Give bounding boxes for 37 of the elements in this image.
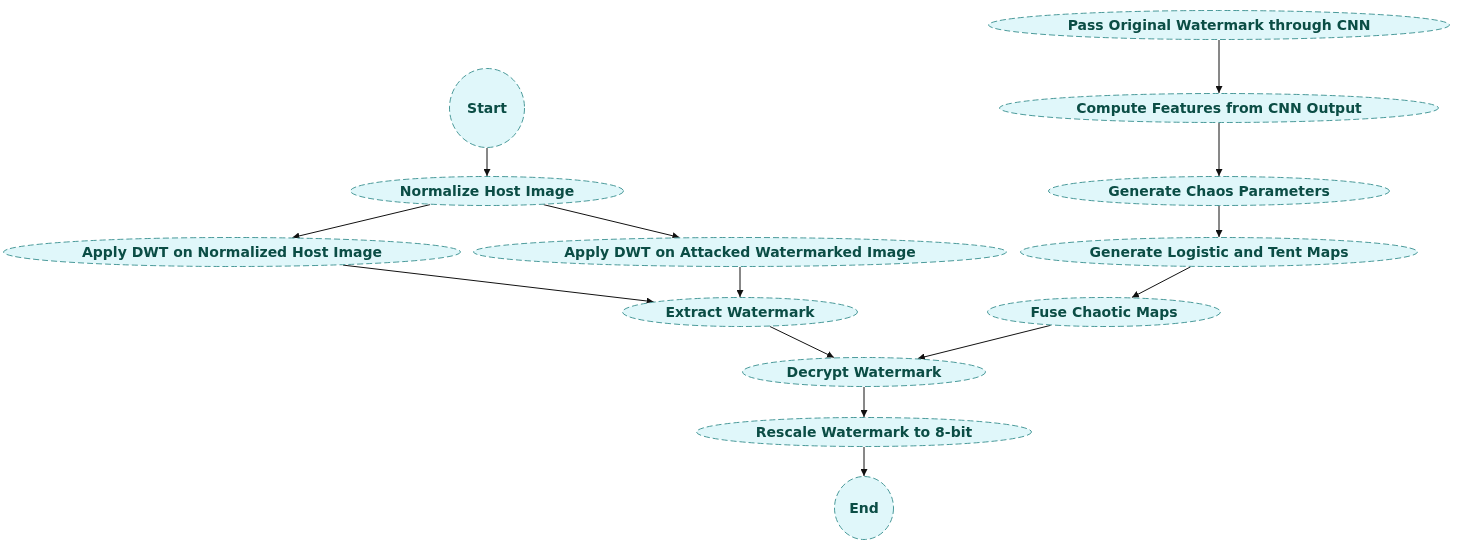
- arrow: [860, 446, 868, 477]
- node-label: Generate Chaos Parameters: [1107, 183, 1331, 199]
- process-ellipse: [696, 417, 1032, 447]
- arrow: [483, 147, 491, 177]
- process-ellipse: [988, 10, 1450, 40]
- arrow: [1215, 122, 1223, 177]
- process-ellipse: [987, 297, 1221, 327]
- arrow: [1215, 205, 1223, 238]
- process-ellipse: [742, 357, 986, 387]
- arrow: [736, 266, 744, 298]
- arrow: [543, 204, 680, 240]
- process-ellipse: [622, 297, 858, 327]
- process-ellipse: [3, 237, 461, 267]
- node-label: Pass Original Watermark through CNN: [1066, 17, 1372, 33]
- node-label: End: [848, 500, 880, 516]
- node-label: Apply DWT on Normalized Host Image: [81, 244, 383, 260]
- node-label: Decrypt Watermark: [785, 364, 943, 380]
- process-ellipse: [473, 237, 1007, 267]
- node-label: Normalize Host Image: [398, 183, 576, 199]
- process-ellipse: [1020, 237, 1418, 267]
- node-label: Extract Watermark: [664, 304, 816, 320]
- arrow: [1131, 266, 1192, 298]
- terminal-circle: [449, 68, 525, 148]
- arrow: [860, 386, 868, 418]
- node-label: Start: [466, 100, 508, 116]
- terminal-circle: [834, 476, 894, 540]
- node-label: Compute Features from CNN Output: [1075, 100, 1363, 116]
- arrow: [917, 324, 1052, 361]
- arrow: [769, 326, 835, 358]
- arrow: [1215, 39, 1223, 94]
- process-ellipse: [350, 176, 624, 206]
- process-ellipse: [1048, 176, 1390, 206]
- node-label: Rescale Watermark to 8-bit: [754, 424, 974, 440]
- node-label: Apply DWT on Attacked Watermarked Image: [563, 244, 917, 260]
- node-label: Generate Logistic and Tent Maps: [1088, 244, 1350, 260]
- process-ellipse: [999, 93, 1439, 123]
- node-label: Fuse Chaotic Maps: [1029, 304, 1179, 320]
